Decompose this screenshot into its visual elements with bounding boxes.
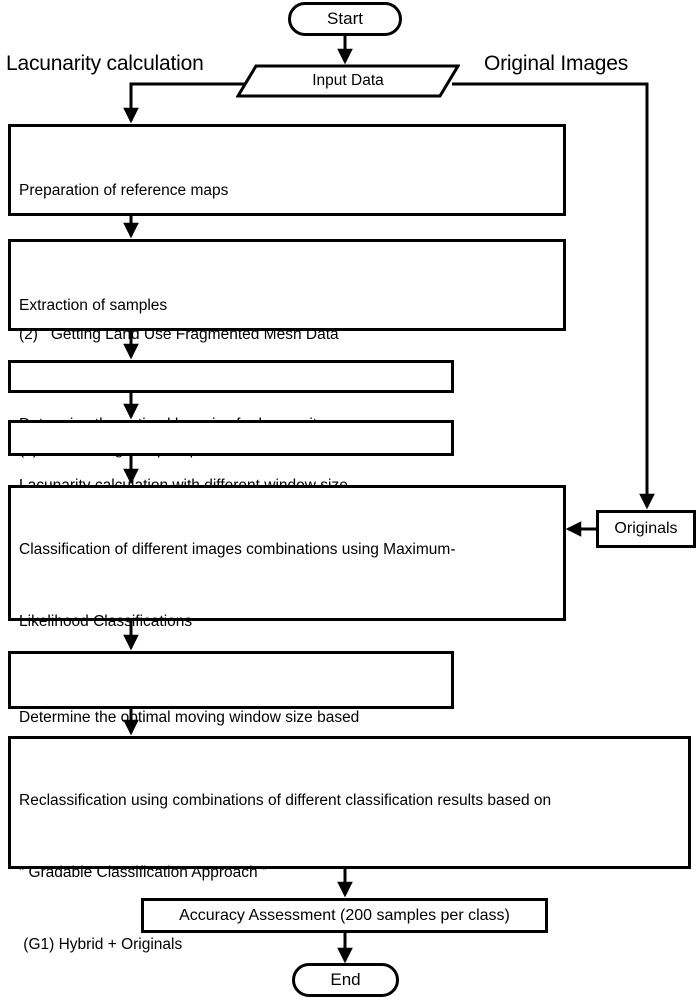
label-original-images: Original Images xyxy=(484,52,629,75)
accuracy-assessment-label: Accuracy Assessment (200 samples per cla… xyxy=(179,906,510,924)
moving-window-box[interactable]: Determine the optimal moving window size… xyxy=(8,651,454,798)
preparation-line-1: Preparation of reference maps xyxy=(19,182,229,199)
extraction-line-1: Extraction of samples xyxy=(19,297,168,314)
start-node-label: Start xyxy=(327,9,363,28)
box-size-box[interactable]: Determine the optimal box size for lacun… xyxy=(8,360,454,433)
preparation-box[interactable]: Preparation of reference maps (1) Using … xyxy=(8,124,566,343)
classification-line-2: Likelihood Classifications xyxy=(19,613,193,630)
start-node[interactable]: Start xyxy=(288,2,402,36)
moving-window-line-1: Determine the optimal moving window size… xyxy=(19,709,360,726)
reclassification-text: Reclassification using combinations of d… xyxy=(19,741,551,1000)
extraction-box[interactable]: Extraction of samples (1) 200 random poi… xyxy=(8,239,566,458)
reclassification-line-1: Reclassification using combinations of d… xyxy=(19,792,552,809)
label-lacunarity-calculation: Lacunarity calculation xyxy=(6,52,204,75)
classification-box[interactable]: Classification of different images combi… xyxy=(8,485,566,846)
originals-box-label: Originals xyxy=(614,520,678,537)
lacunarity-calc-box[interactable]: Lacunarity calculation with different wi… xyxy=(8,420,454,494)
input-data-label: Input Data xyxy=(312,72,384,89)
input-data-shape xyxy=(235,64,461,98)
reclassification-line-3: (G1) Hybrid + Originals xyxy=(19,936,183,953)
end-node[interactable]: End xyxy=(292,963,399,997)
accuracy-assessment-box[interactable]: Accuracy Assessment (200 samples per cla… xyxy=(141,898,548,933)
classification-line-1: Classification of different images combi… xyxy=(19,541,456,558)
reclassification-box[interactable]: Reclassification using combinations of d… xyxy=(8,736,691,953)
input-data-node[interactable]: Input Data xyxy=(235,64,461,98)
originals-box[interactable]: Originals xyxy=(596,510,696,548)
reclassification-line-2: “ Gradable Classification Approach ” xyxy=(19,864,268,881)
end-node-label: End xyxy=(330,970,361,989)
connector-input-left-branch xyxy=(123,82,252,124)
